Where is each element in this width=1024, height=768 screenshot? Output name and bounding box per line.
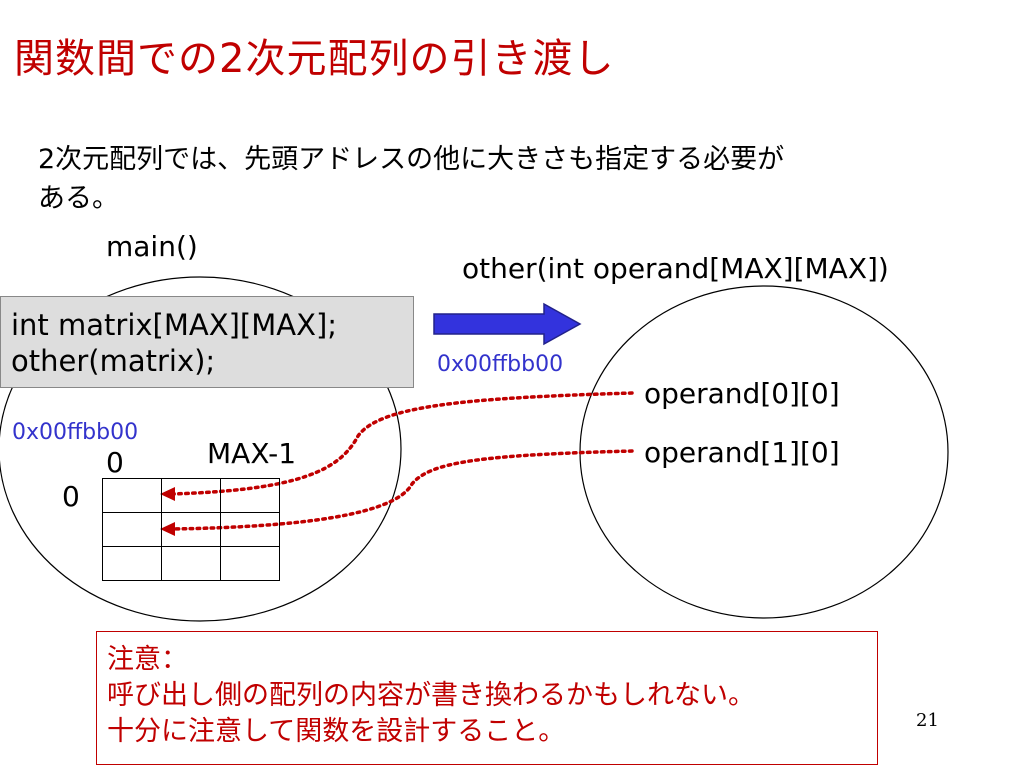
intro-text: 2次元配列では、先頭アドレスの他に大きさも指定する必要が ある。 [38,140,784,218]
other-function-label: other(int operand[MAX][MAX]) [462,252,889,285]
matrix-cell [220,512,280,547]
matrix-cell [220,546,280,581]
page-number: 21 [916,710,939,731]
matrix-cell [161,512,221,547]
matrix-row [102,546,280,581]
matrix-cell [161,546,221,581]
matrix-cell [102,478,162,513]
matrix-cell [220,478,280,513]
matrix-grid [102,478,280,581]
matrix-cell [102,546,162,581]
main-scope-ellipse [0,276,402,622]
matrix-address: 0x00ffbb00 [12,420,139,445]
operand-row-0-label: operand[0][0] [644,377,840,410]
intro-line-2: ある。 [38,183,119,214]
caution-heading: 注意： [107,644,188,675]
column-start-label: 0 [106,446,124,479]
intro-line-1: 2次元配列では、先頭アドレスの他に大きさも指定する必要が [38,144,785,175]
operand-address: 0x00ffbb00 [437,352,564,377]
pass-arrow [433,302,582,346]
matrix-row [102,478,280,513]
main-function-label: main() [106,230,198,263]
operand-row-1-label: operand[1][0] [644,436,840,469]
matrix-row [102,512,280,547]
caution-line-2: 十分に注意して関数を設計すること。 [107,716,566,747]
caution-line-1: 呼び出し側の配列の内容が書き換わるかもしれない。 [107,680,755,711]
code-line-declare: int matrix[MAX][MAX]; [11,308,338,342]
caller-code-box: int matrix[MAX][MAX]; other(matrix); [0,296,414,388]
row-start-label: 0 [62,480,80,513]
code-line-call: other(matrix); [11,344,216,378]
matrix-cell [161,478,221,513]
matrix-cell [102,512,162,547]
slide-title: 関数間での2次元配列の引き渡し [14,36,615,82]
caution-note: 注意： 呼び出し側の配列の内容が書き換わるかもしれない。 十分に注意して関数を設… [96,631,878,765]
column-end-label: MAX-1 [207,437,297,470]
